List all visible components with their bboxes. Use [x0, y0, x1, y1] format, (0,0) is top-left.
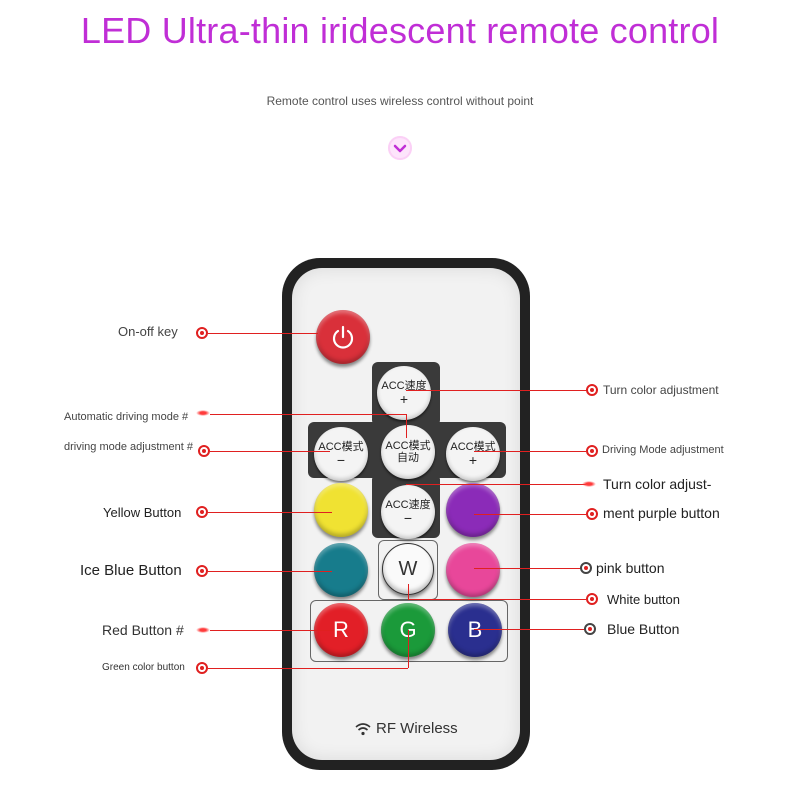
callout-dot [196, 565, 208, 577]
callout-line [208, 571, 332, 572]
power-button[interactable] [316, 310, 370, 364]
callout-marker [582, 481, 596, 487]
callout-dot [586, 445, 598, 457]
page-title: LED Ultra-thin iridescent remote control [80, 10, 720, 51]
callout-on-off: On-off key [118, 324, 178, 339]
callout-green: Green color button [102, 662, 185, 673]
acc-mode-minus-button[interactable]: ACC模式 − [314, 427, 368, 481]
callout-driving-mode-adjust: Driving Mode adjustment [602, 444, 724, 456]
acc-mode-auto-button[interactable]: ACC模式 自动 [381, 425, 435, 479]
callout-line [406, 484, 586, 485]
rgb-button-frame [310, 600, 508, 662]
blue-button[interactable]: B [448, 603, 502, 657]
acc-speed-minus-button[interactable]: ACC速度 − [381, 485, 435, 539]
callout-ice-blue: Ice Blue Button [80, 562, 182, 579]
callout-line [474, 568, 582, 569]
callout-line [408, 599, 586, 600]
callout-auto-driving: Automatic driving mode # [64, 411, 189, 423]
purple-button[interactable] [446, 483, 500, 537]
callout-dot [196, 506, 208, 518]
yellow-button[interactable] [314, 483, 368, 537]
acc-mode-plus-button[interactable]: ACC模式 + [446, 427, 500, 481]
callout-purple-line1: Turn color adjust- [603, 476, 712, 492]
power-icon [332, 325, 354, 349]
chevron-down-icon [388, 136, 412, 160]
auto-label: 自动 [397, 452, 419, 464]
red-button-label: R [333, 617, 349, 642]
callout-line [408, 630, 409, 668]
callout-line [210, 630, 334, 631]
callout-dot [198, 445, 210, 457]
acc-mode-label: ACC模式 [385, 440, 431, 452]
plus-sign: + [468, 452, 478, 468]
callout-line [208, 668, 408, 669]
callout-dot [580, 562, 592, 574]
callout-red: Red Button # [102, 622, 184, 638]
acc-speed-plus-button[interactable]: ACC速度 + [377, 366, 431, 420]
callout-yellow: Yellow Button [103, 505, 182, 520]
callout-line [406, 414, 407, 438]
white-button[interactable]: W [382, 543, 434, 595]
callout-white: White button [607, 592, 680, 607]
brand-label: RF Wireless [376, 720, 458, 737]
callout-pink: pink button [596, 560, 665, 576]
acc-speed-label: ACC速度 [381, 380, 427, 392]
callout-dot [196, 327, 208, 339]
wifi-icon [355, 723, 371, 736]
callout-line [406, 390, 588, 391]
callout-dot [586, 593, 598, 605]
acc-mode-label: ACC模式 [318, 441, 364, 453]
callout-line [474, 451, 586, 452]
minus-sign: − [403, 510, 413, 526]
minus-sign: − [336, 452, 346, 468]
green-button-label: G [399, 617, 417, 642]
callout-line [210, 414, 406, 415]
callout-marker [196, 627, 210, 633]
callout-line [208, 333, 318, 334]
acc-speed-label: ACC速度 [385, 499, 431, 511]
acc-mode-label: ACC模式 [450, 441, 496, 453]
callout-dot [586, 508, 598, 520]
callout-line [408, 584, 409, 599]
white-button-label: W [398, 557, 418, 580]
callout-line [210, 451, 330, 452]
callout-turn-color: Turn color adjustment [603, 383, 719, 397]
callout-line [208, 512, 332, 513]
callout-blue: Blue Button [607, 621, 680, 637]
callout-purple-line2: ment purple button [603, 505, 720, 521]
pink-button[interactable] [446, 543, 500, 597]
callout-driving-adjust-left: driving mode adjustment # [64, 441, 194, 453]
callout-dot [196, 662, 208, 674]
blue-button-label: B [467, 617, 483, 642]
callout-marker [196, 410, 210, 416]
callout-dot [584, 623, 596, 635]
callout-line [474, 514, 586, 515]
page-subtitle: Remote control uses wireless control wit… [266, 94, 534, 108]
callout-line [474, 629, 586, 630]
plus-sign: + [399, 391, 409, 407]
ice-blue-button[interactable] [314, 543, 368, 597]
callout-dot [586, 384, 598, 396]
